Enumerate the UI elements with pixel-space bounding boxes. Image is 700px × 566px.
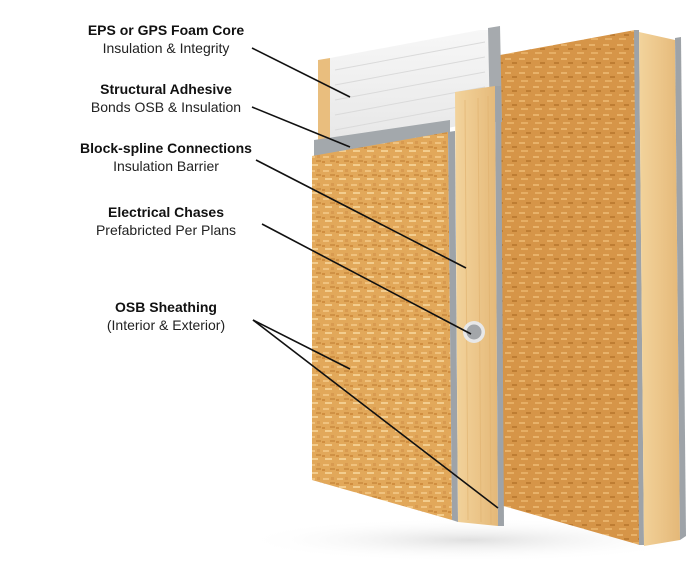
label-title: EPS or GPS Foam Core — [87, 22, 245, 38]
label-title: OSB Sheathing — [115, 299, 217, 315]
block-spline — [455, 86, 498, 526]
leader-lines — [251, 47, 499, 509]
right-panel — [500, 30, 686, 546]
label-electrical-chases: Electrical Chases Prefabricted Per Plans — [56, 203, 276, 239]
leader-osb-interior — [252, 319, 351, 370]
label-title: Electrical Chases — [108, 204, 224, 220]
label-subtitle: Prefabricted Per Plans — [95, 222, 237, 238]
leader-block-spline — [255, 159, 467, 269]
label-title: Block-spline Connections — [80, 140, 252, 156]
leader-electrical — [261, 223, 472, 335]
label-subtitle: Insulation Barrier — [113, 158, 219, 174]
leader-foam — [251, 47, 351, 98]
osb-sheathing-front — [312, 132, 452, 520]
label-osb-sheathing: OSB Sheathing (Interior & Exterior) — [56, 298, 276, 334]
label-block-spline: Block-spline Connections Insulation Barr… — [56, 139, 276, 175]
label-title: Structural Adhesive — [100, 81, 232, 97]
label-foam-core: EPS or GPS Foam Core Insulation & Integr… — [56, 21, 276, 57]
label-subtitle: Insulation & Integrity — [102, 40, 230, 56]
right-panel-osb-face — [500, 30, 640, 545]
right-panel-wood-spline — [639, 32, 680, 546]
label-subtitle: (Interior & Exterior) — [106, 317, 226, 333]
label-subtitle: Bonds OSB & Insulation — [90, 99, 242, 115]
leader-osb-exterior — [252, 319, 499, 509]
label-structural-adhesive: Structural Adhesive Bonds OSB & Insulati… — [56, 80, 276, 116]
left-panel — [312, 26, 504, 526]
electrical-chase — [466, 324, 482, 340]
leader-adhesive — [251, 106, 351, 148]
